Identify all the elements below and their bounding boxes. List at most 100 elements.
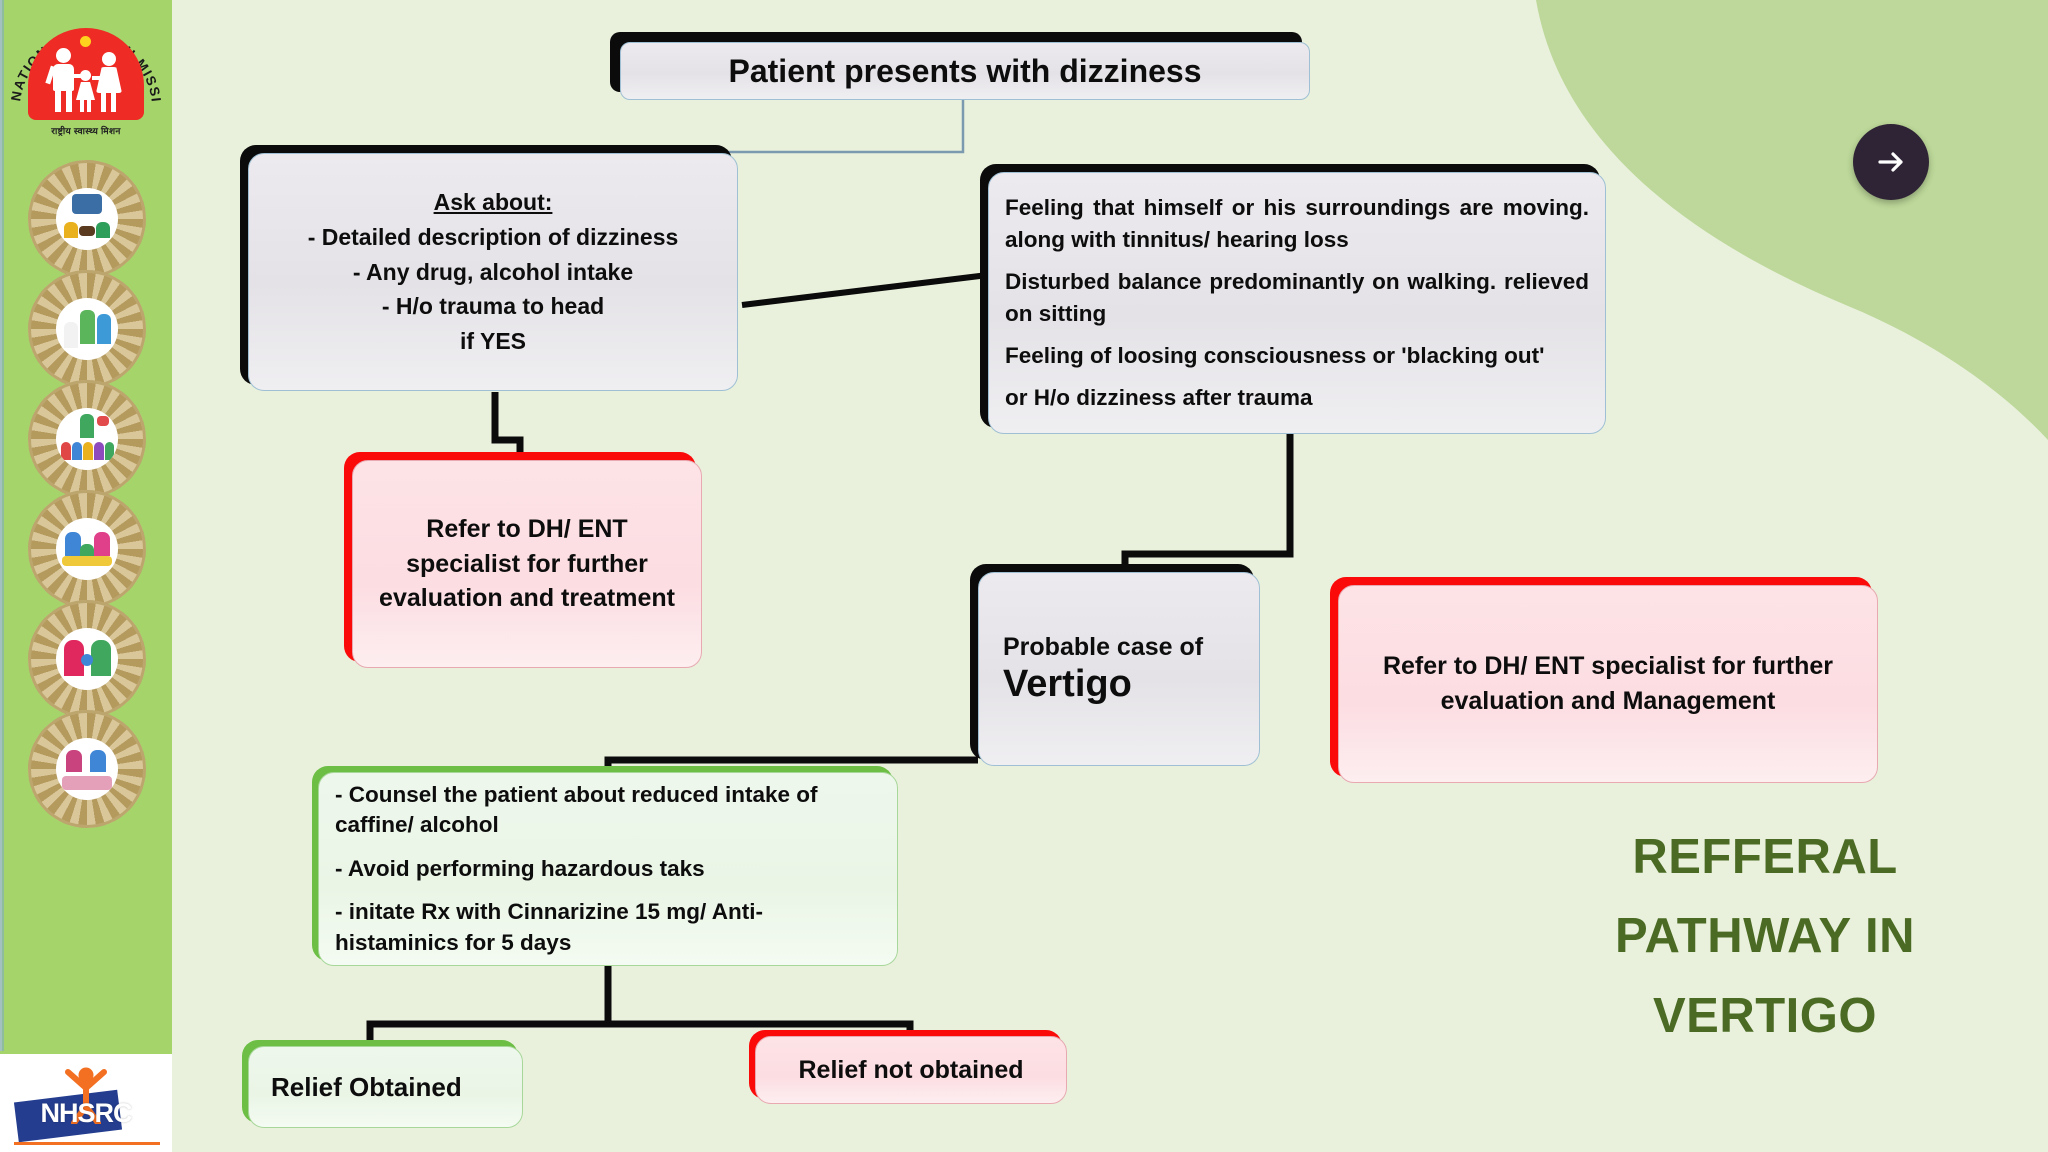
medallion-community-meeting: [28, 380, 146, 498]
flow-box-counsel: - Counsel the patient about reduced inta…: [312, 766, 898, 966]
ask-footer-if-yes: if YES: [459, 328, 527, 355]
nhm-father-leg-l: [55, 91, 61, 112]
art-nurse: [90, 750, 106, 772]
art-audience-2: [72, 442, 82, 460]
box-face: Refer to DH/ ENT specialist for further …: [1338, 585, 1878, 783]
medallion-mother-child: [28, 600, 146, 718]
art-patient-b: [97, 314, 111, 344]
box-face: Patient presents with dizziness: [620, 42, 1310, 100]
nhm-child-leg-l: [80, 100, 84, 112]
flow-box-symptoms: Feeling that himself or his surroundings…: [980, 164, 1606, 434]
page-title-line-3: VERTIGO: [1652, 988, 1878, 1043]
vertigo-line-1: Probable case of: [1003, 632, 1204, 661]
medallion-maternity-care: [28, 710, 146, 828]
art-worker-saree: [91, 640, 111, 676]
next-slide-button[interactable]: [1853, 124, 1929, 200]
art-father: [65, 532, 81, 556]
medallion-health-worker-visit: [28, 270, 146, 388]
nhsrc-wordmark: NHSRC: [40, 1098, 132, 1128]
counsel-item-2: - initate Rx with Cinnarizine 15 mg/ Ant…: [335, 899, 763, 955]
medallion-inner-art: [56, 628, 118, 690]
art-person-left: [64, 222, 78, 238]
ask-item-1: - Any drug, alcohol intake: [352, 258, 634, 285]
nhm-mother-head: [102, 52, 116, 66]
symptom-paragraph-2: Feeling of loosing consciousness or 'bla…: [1005, 342, 1545, 368]
art-audience-3: [83, 442, 93, 460]
nhm-child-head: [80, 70, 91, 81]
page-title-line-1: REFFERAL: [1632, 830, 1898, 884]
nhm-link-arm-right: [92, 76, 102, 80]
arrow-right-icon: [1878, 152, 1903, 172]
ask-item-2: - H/o trauma to head: [381, 293, 605, 320]
symptom-paragraph-1: Disturbed balance predominantly on walki…: [1005, 269, 1589, 326]
sidebar-left-edge: [0, 0, 4, 1152]
national-health-mission-logo: NATIONAL HEALTH MISSION राष्ट्र: [10, 4, 162, 144]
art-baby: [81, 654, 93, 666]
nhm-father-leg-r: [66, 91, 72, 112]
art-chart: [97, 416, 109, 426]
nhsrc-underline: [14, 1142, 160, 1145]
counsel-item-1: - Avoid performing hazardous taks: [335, 855, 705, 881]
nhm-child-body: [76, 82, 95, 100]
flow-box-relief-obtained: Relief Obtained: [242, 1040, 523, 1128]
flow-box-ask-about: Ask about: - Detailed description of diz…: [240, 145, 738, 391]
art-audience-4: [94, 442, 104, 460]
art-mother-saree: [64, 640, 84, 676]
box-face: Relief not obtained: [755, 1036, 1067, 1104]
art-person-right: [96, 222, 110, 238]
box-title-text: Patient presents with dizziness: [728, 52, 1202, 89]
art-mother: [94, 532, 110, 556]
art-worker: [64, 322, 78, 348]
nhm-child-leg-r: [87, 100, 91, 112]
nhm-sun-icon: [80, 36, 91, 47]
symptom-paragraph-0: Feeling that himself or his surroundings…: [1005, 195, 1589, 253]
art-table: [79, 226, 95, 236]
nhm-mother-leg-l: [101, 93, 106, 112]
art-attendant: [66, 750, 82, 772]
box-face: Refer to DH/ ENT specialist for further …: [352, 460, 702, 668]
flow-box-probable-vertigo: Probable case of Vertigo: [970, 564, 1260, 766]
art-screen: [72, 194, 102, 214]
symptom-paragraph-3: or H/o dizziness after trauma: [1005, 384, 1313, 410]
nhm-mother-leg-r: [111, 93, 116, 112]
refer-right-text: Refer to DH/ ENT specialist for further …: [1382, 651, 1834, 716]
flow-box-refer-left: Refer to DH/ ENT specialist for further …: [344, 452, 702, 668]
art-audience-1: [61, 442, 71, 460]
nhsrc-person-icon: [65, 1067, 107, 1124]
box-face: Probable case of Vertigo: [978, 572, 1260, 766]
art-speaker: [80, 414, 94, 438]
nhm-link-arm-left: [72, 74, 82, 78]
medallion-family-nutrition: [28, 490, 146, 608]
art-bed: [62, 776, 112, 790]
box-face: Feeling that himself or his surroundings…: [988, 172, 1606, 434]
counsel-item-0: - Counsel the patient about reduced inta…: [335, 781, 818, 838]
nhm-script-caption: राष्ट्रीय स्वास्थ्य मिशन: [51, 126, 121, 136]
refer-left-text: Refer to DH/ ENT specialist for further …: [379, 515, 675, 613]
box-face: Relief Obtained: [248, 1046, 523, 1128]
flow-box-relief-not-obtained: Relief not obtained: [749, 1030, 1067, 1104]
page-title-line-2: PATHWAY IN: [1615, 909, 1915, 964]
art-audience-5: [105, 442, 114, 460]
vertigo-line-2: Vertigo: [1003, 662, 1132, 705]
medallion-inner-art: [56, 408, 118, 470]
relief-not-obtained-text: Relief not obtained: [798, 1055, 1024, 1084]
box-face: - Counsel the patient about reduced inta…: [318, 772, 898, 966]
ask-item-0: - Detailed description of dizziness: [307, 223, 679, 250]
page-title: REFFERAL PATHWAY IN VERTIGO: [1505, 818, 2025, 1056]
art-patient-a: [80, 310, 95, 344]
art-food-mat: [62, 556, 112, 566]
relief-obtained-text: Relief Obtained: [271, 1071, 462, 1102]
ask-header: Ask about:: [433, 188, 553, 215]
nhm-father-body: [53, 64, 74, 91]
nhm-father-head: [56, 48, 71, 63]
flow-box-refer-right: Refer to DH/ ENT specialist for further …: [1330, 577, 1878, 783]
medallion-inner-art: [56, 738, 118, 800]
medallion-telemedicine: [28, 160, 146, 278]
left-sidebar: NATIONAL HEALTH MISSION राष्ट्र: [0, 0, 172, 1152]
nhsrc-logo: NHSRC: [0, 1051, 172, 1152]
medallion-inner-art: [56, 518, 118, 580]
flow-box-patient-presents: Patient presents with dizziness: [610, 32, 1310, 100]
medallion-inner-art: [56, 188, 118, 250]
medallion-inner-art: [56, 298, 118, 360]
